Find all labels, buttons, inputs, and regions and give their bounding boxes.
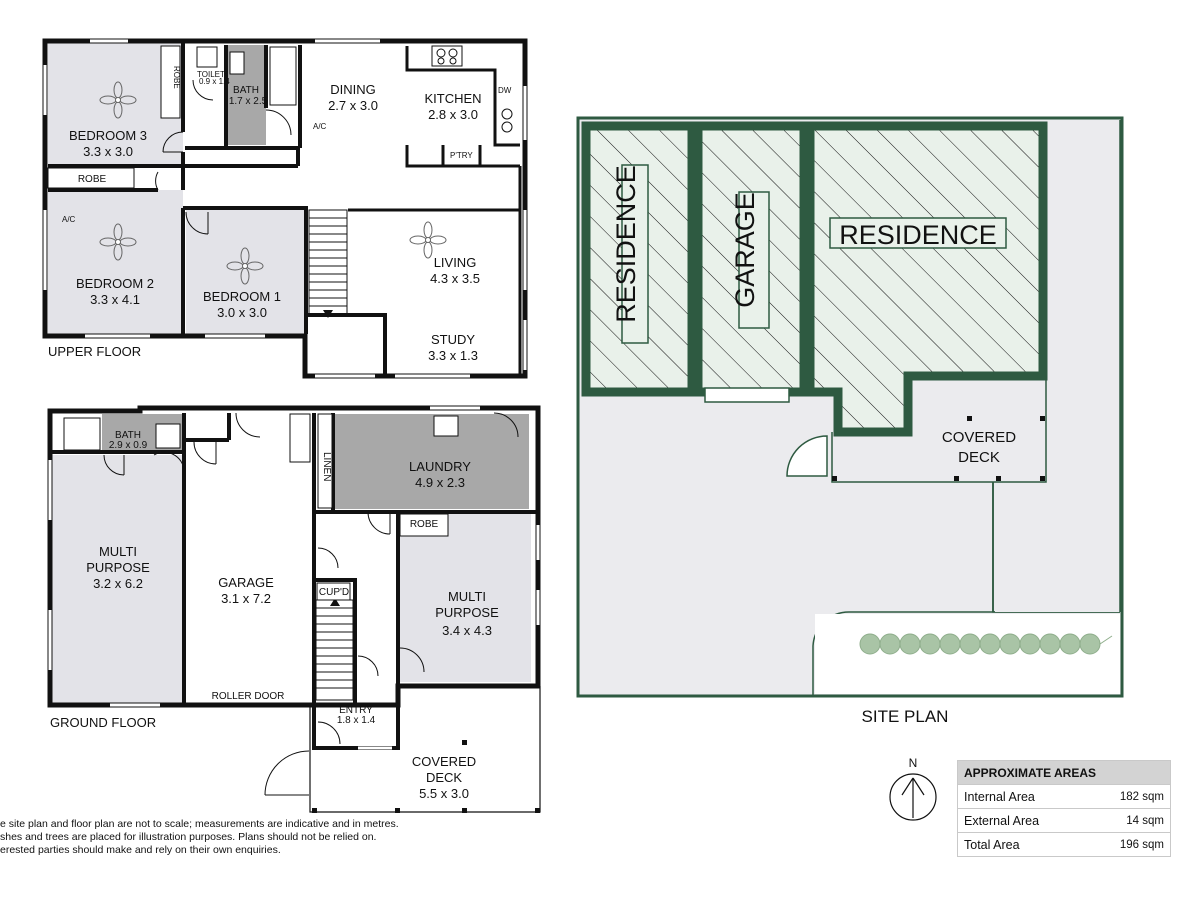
multi-purpose-1-label-1: MULTI [99,544,137,559]
ac-label-1: A/C [62,215,76,224]
site-residence-right-label: RESIDENCE [839,220,997,250]
table-row: External Area 14 sqm [956,808,1171,833]
cupboard-label: CUP'D [319,587,349,598]
upper-floor-plan [42,38,528,379]
laundry-dim: 4.9 x 2.3 [415,475,465,490]
study-label: STUDY [431,332,475,347]
multi-purpose-1-dim: 3.2 x 6.2 [93,576,143,591]
site-plan [576,116,1124,698]
site-deck-label-2: DECK [958,449,1000,466]
ground-robe-label: ROBE [410,519,439,530]
ground-floor-plan [47,405,541,813]
linen-label: LINEN [321,452,332,481]
laundry-label: LAUNDRY [409,459,471,474]
table-row: Internal Area 182 sqm [956,784,1171,809]
toilet-label: TOILET [197,70,225,79]
dining-dim: 2.7 x 3.0 [328,98,378,113]
bedroom3-dim: 3.3 x 3.0 [83,144,133,159]
upper-floor-caption: UPPER FLOOR [48,344,141,359]
robe-label-2: ROBE [172,66,181,89]
pantry-label: P'TRY [450,151,473,160]
toilet-dim: 0.9 x 1.4 [199,77,230,86]
compass-icon: N [889,756,937,821]
ground-garage-dim: 3.1 x 7.2 [221,591,271,606]
ac-label-2: A/C [313,122,327,131]
multi-purpose-2-room [398,514,531,682]
kitchen-dim: 2.8 x 3.0 [428,107,478,122]
upper-bath-label: BATH [233,85,259,96]
entry-label: ENTRY [339,705,373,716]
site-garage-label: GARAGE [730,192,760,308]
area-value: 196 sqm [1086,832,1171,857]
table-row: Total Area 196 sqm [956,832,1171,857]
kitchen-label: KITCHEN [424,91,481,106]
multi-purpose-2-dim: 3.4 x 4.3 [442,623,492,638]
site-residence-left-label: RESIDENCE [611,165,641,323]
disclaimer-line-1: e site plan and floor plan are not to sc… [0,818,399,830]
bedroom1-room [186,210,306,334]
multi-purpose-1-room [52,455,184,703]
ground-bath-label: BATH [115,430,141,441]
disclaimer-text: e site plan and floor plan are not to sc… [0,818,420,857]
site-plan-caption: SITE PLAN [862,707,949,726]
disclaimer-line-3: erested parties should make and rely on … [0,844,281,856]
ground-deck-label-2: DECK [426,770,462,785]
study-dim: 3.3 x 1.3 [428,348,478,363]
roller-door-label: ROLLER DOOR [212,691,285,702]
disclaimer-line-2: shes and trees are placed for illustrati… [0,831,377,843]
area-label: External Area [956,808,1087,833]
ground-deck-dim: 5.5 x 3.0 [419,786,469,801]
ground-floor-caption: GROUND FLOOR [50,715,156,730]
bedroom1-label: BEDROOM 1 [203,289,281,304]
area-label: Total Area [956,832,1087,857]
multi-purpose-2-label-1: MULTI [448,589,486,604]
bedroom1-dim: 3.0 x 3.0 [217,305,267,320]
bedroom2-room [48,190,183,334]
ground-garage-label: GARAGE [218,575,274,590]
bedroom2-dim: 3.3 x 4.1 [90,292,140,307]
site-deck-label-1: COVERED [942,429,1016,446]
laundry-room [333,414,529,509]
approximate-areas-table: APPROXIMATE AREAS Internal Area 182 sqm … [956,760,1171,857]
living-label: LIVING [434,255,477,270]
living-dim: 4.3 x 3.5 [430,271,480,286]
bedroom2-label: BEDROOM 2 [76,276,154,291]
multi-purpose-1-label-2: PURPOSE [86,560,150,575]
bedroom3-label: BEDROOM 3 [69,128,147,143]
area-value: 14 sqm [1086,808,1171,833]
ground-bath-dim: 2.9 x 0.9 [109,440,148,451]
ground-deck-label-1: COVERED [412,754,476,769]
upper-bath-dim: 1.7 x 2.5 [229,96,268,107]
areas-header: APPROXIMATE AREAS [957,760,1171,785]
area-label: Internal Area [956,784,1087,809]
multi-purpose-2-label-2: PURPOSE [435,605,499,620]
dw-label: DW [498,86,512,95]
entry-dim: 1.8 x 1.4 [337,715,376,726]
dining-label: DINING [330,82,376,97]
area-value: 182 sqm [1086,784,1171,809]
compass-north-label: N [909,756,918,770]
robe-label-1: ROBE [78,174,107,185]
